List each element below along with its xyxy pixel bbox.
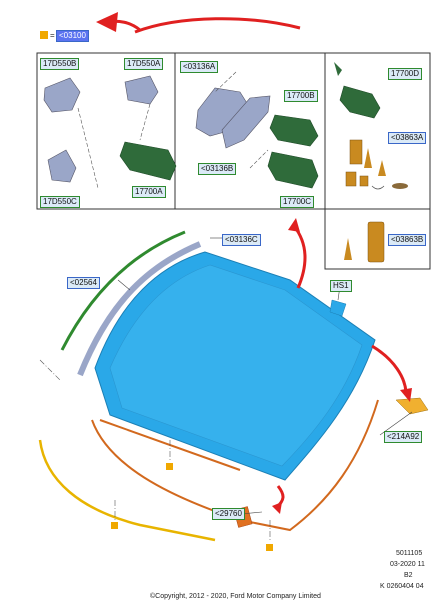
label-17700b[interactable]: 17700B xyxy=(284,90,318,102)
adhesive-kit-b xyxy=(344,221,385,263)
label-17700c[interactable]: 17700C xyxy=(280,196,315,208)
label-214a92[interactable]: <214A92 xyxy=(384,431,423,443)
label-17d550a[interactable]: 17D550A xyxy=(124,58,164,70)
footer-code2: K 0260404 04 xyxy=(380,583,424,590)
mirror-17700b xyxy=(269,114,319,147)
mirror-17700d xyxy=(334,62,381,119)
cover-03136b xyxy=(221,95,271,149)
marker-squares xyxy=(111,463,273,551)
label-03863a[interactable]: <03863A xyxy=(388,132,427,144)
legend-equals: = xyxy=(50,31,55,40)
top-panel xyxy=(36,52,431,270)
label-17d550c[interactable]: 17D550C xyxy=(40,196,80,208)
label-03863b[interactable]: <03863B xyxy=(388,234,427,246)
sensor-hs1 xyxy=(329,299,347,317)
mirror-cover-a xyxy=(124,75,159,105)
mirror-cover-c xyxy=(47,149,77,183)
assembly-lines-mid xyxy=(214,71,269,169)
legend-square xyxy=(40,31,48,39)
red-arrow-heads xyxy=(272,218,412,514)
mirror-17700c xyxy=(267,151,319,189)
label-29760[interactable]: <29760 xyxy=(212,508,245,520)
top-red-arrow xyxy=(96,12,301,34)
footer-rev: B2 xyxy=(404,572,413,579)
mirror-17700a xyxy=(119,141,177,181)
label-03136b[interactable]: <03136B xyxy=(198,163,237,175)
adhesive-kit-a xyxy=(345,139,408,190)
footer-date: 03-2020 11 xyxy=(390,561,425,568)
label-17700a[interactable]: 17700A xyxy=(132,186,166,198)
label-03136a[interactable]: <03136A xyxy=(180,61,219,73)
label-17d550b[interactable]: 17D550B xyxy=(40,58,80,70)
assembly-lines-left xyxy=(77,103,151,189)
label-17700d[interactable]: 17700D xyxy=(388,68,423,80)
legend-ref-03100[interactable]: <03100 xyxy=(56,30,89,42)
footer-code1: 5011105 xyxy=(396,550,423,557)
dash-dot-lines xyxy=(39,359,271,540)
label-02564[interactable]: <02564 xyxy=(67,277,100,289)
windshield-glass xyxy=(94,251,376,481)
label-hs1[interactable]: HS1 xyxy=(330,280,352,292)
molding-upper xyxy=(60,230,202,377)
footer-copyright: ©Copyright, 2012 - 2020, Ford Motor Comp… xyxy=(150,593,321,600)
label-03136c[interactable]: <03136C xyxy=(222,234,261,246)
mirror-cover-b xyxy=(43,77,81,113)
side-trim-yellow xyxy=(38,439,216,542)
trim-piece-214a92 xyxy=(395,397,429,415)
